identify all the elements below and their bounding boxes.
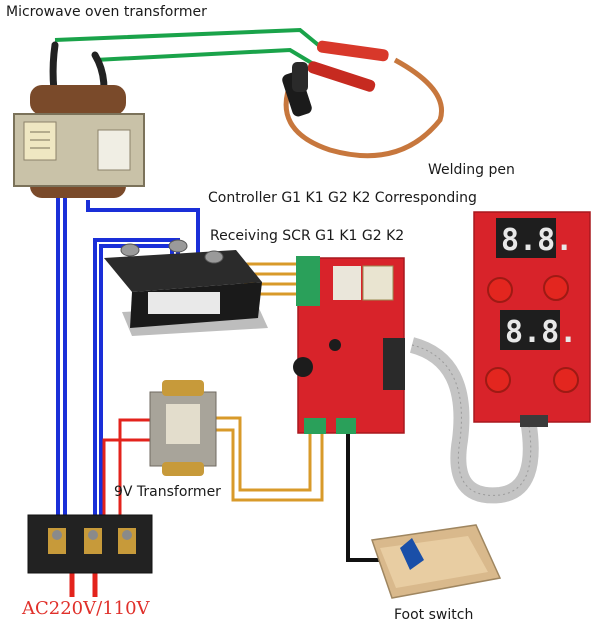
- welding-pen-label: Welding pen: [428, 162, 515, 178]
- primary-red-wires: [102, 418, 150, 530]
- controller-board: [293, 256, 405, 434]
- ribbon-cable: [409, 337, 539, 504]
- microwave-transformer: [13, 85, 145, 198]
- controller-pins-label: Controller G1 K1 G2 K2 Corresponding: [208, 190, 477, 206]
- mains-input-wires: [69, 570, 98, 597]
- microwave-transformer-label: Microwave oven transformer: [6, 4, 207, 20]
- scr-module: [104, 239, 268, 336]
- foot-switch-label: Foot switch: [394, 607, 473, 623]
- 9v-transformer-label: 9V Transformer: [114, 484, 221, 500]
- mains-voltage-label: AC220V/110V: [21, 598, 151, 619]
- 9v-secondary-wires: [215, 416, 324, 502]
- welding-pen: [282, 40, 389, 117]
- display-top-digits: 8.8.: [501, 223, 573, 258]
- 9v-transformer: [149, 380, 217, 476]
- display-panel: [473, 211, 591, 427]
- display-bottom-digits: 8.8.: [505, 315, 577, 350]
- foot-switch: [370, 524, 502, 599]
- terminal-block: [27, 514, 153, 574]
- green-control-wires: [54, 27, 324, 70]
- foot-switch-cable: [346, 432, 380, 562]
- scr-pins-label: Receiving SCR G1 K1 G2 K2: [210, 228, 404, 244]
- welding-pen-cable: [283, 57, 444, 159]
